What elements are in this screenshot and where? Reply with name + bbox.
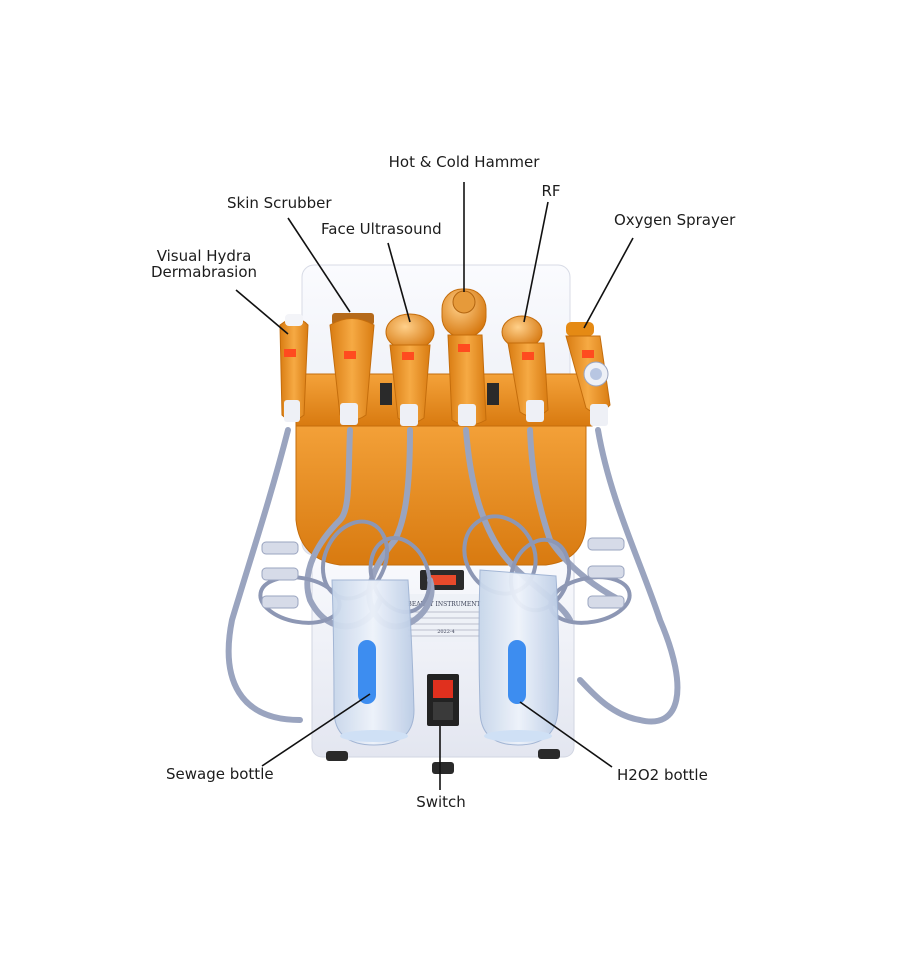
- leader-rf: [523, 201, 549, 323]
- label-visual-hydra-line2: Dermabrasion: [150, 263, 258, 281]
- label-switch-text: Switch: [416, 793, 466, 811]
- label-face-ultrasound-text: Face Ultrasound: [321, 220, 442, 238]
- handpiece-rf: [501, 315, 549, 422]
- side-connectors-left: [261, 541, 299, 609]
- device-orange-shell: [295, 419, 587, 566]
- leader-skin-scrubber: [287, 217, 351, 313]
- handpiece-skin-scrubber: [329, 313, 375, 425]
- label-h2o2-bottle-text: H2O2 bottle: [617, 766, 708, 784]
- label-rf-text: RF: [541, 182, 561, 200]
- handpiece-oxygen-sprayer: [565, 322, 611, 426]
- leader-face-ultrasound: [387, 242, 411, 323]
- device-foot: [326, 751, 348, 761]
- label-skin-scrubber: Skin Scrubber: [227, 195, 332, 211]
- shelf-slot: [380, 383, 392, 405]
- label-sewage-bottle: Sewage bottle: [166, 766, 274, 782]
- leader-sewage-bottle: [261, 693, 371, 767]
- handpiece-face-ultrasound: [385, 313, 435, 426]
- side-connectors-right: [587, 537, 625, 609]
- label-hot-cold-hammer: Hot & Cold Hammer: [380, 154, 548, 170]
- label-oxygen-sprayer-text: Oxygen Sprayer: [614, 211, 736, 229]
- h2o2-bottle: [478, 569, 560, 746]
- label-switch: Switch: [402, 794, 480, 810]
- handpiece-visual-hydra: [279, 314, 309, 422]
- label-h2o2-bottle: H2O2 bottle: [617, 767, 708, 783]
- label-skin-scrubber-text: Skin Scrubber: [227, 194, 332, 212]
- leader-oxygen-sprayer: [583, 237, 634, 329]
- display-screen: [428, 575, 456, 585]
- handpiece-hot-cold-hammer: [441, 288, 487, 426]
- label-rf: RF: [536, 183, 566, 199]
- label-hot-cold-hammer-text: Hot & Cold Hammer: [388, 153, 540, 171]
- power-switch: [427, 674, 459, 726]
- device-foot: [432, 762, 454, 774]
- label-face-ultrasound: Face Ultrasound: [321, 221, 442, 237]
- label-visual-hydra-line1: Visual Hydra: [156, 247, 252, 265]
- info-plate-date: 2022-4: [437, 629, 455, 635]
- label-oxygen-sprayer: Oxygen Sprayer: [614, 212, 735, 228]
- device-foot: [538, 749, 560, 759]
- leader-lines: [235, 182, 634, 790]
- shelf-slot: [487, 383, 499, 405]
- sewage-bottle: [331, 579, 415, 746]
- label-visual-hydra: Visual Hydra Dermabrasion: [148, 248, 260, 280]
- leader-visual-hydra: [235, 289, 289, 335]
- label-sewage-bottle-text: Sewage bottle: [166, 765, 274, 783]
- leader-h2o2-bottle: [519, 701, 613, 768]
- info-plate-title: BEAUTY INSTRUMENT: [407, 601, 480, 608]
